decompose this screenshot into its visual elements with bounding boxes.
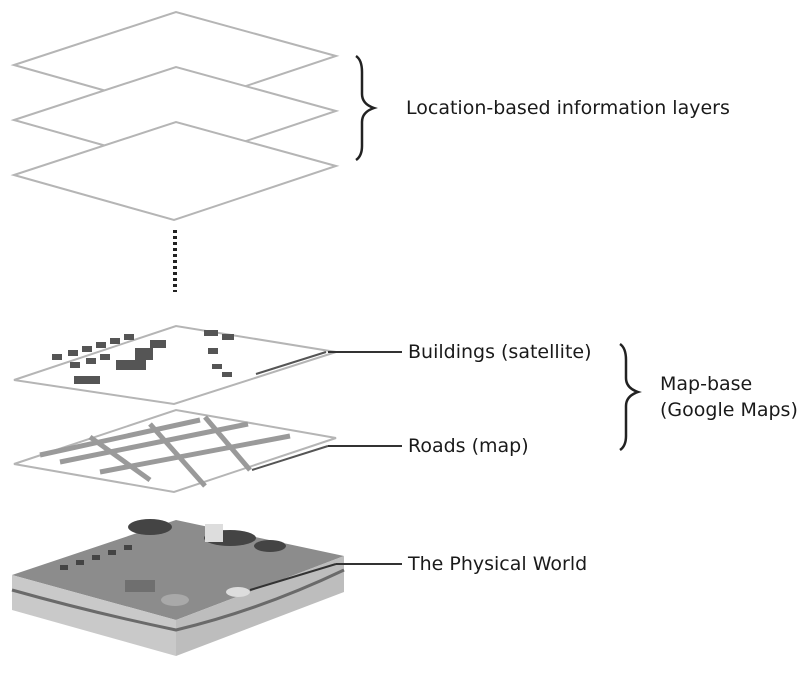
roads-label: Roads (map) bbox=[408, 435, 529, 457]
terrain-details bbox=[60, 519, 286, 606]
buildings-layer bbox=[13, 324, 337, 406]
map-base-label-line1: Map-base bbox=[660, 373, 753, 395]
map-base-label-line2: (Google Maps) bbox=[660, 399, 798, 421]
physical-world-block bbox=[11, 519, 345, 656]
roads-layer bbox=[13, 408, 337, 494]
info-layers-label: Location-based information layers bbox=[406, 97, 730, 119]
buildings-label: Buildings (satellite) bbox=[408, 341, 592, 363]
info-layers-brace bbox=[355, 54, 378, 162]
info-layer-3 bbox=[10, 120, 340, 222]
building-blocks bbox=[52, 330, 234, 384]
information-layers bbox=[10, 10, 340, 222]
map-base-brace bbox=[619, 342, 642, 452]
road-lines bbox=[39, 415, 291, 488]
physical-world-label: The Physical World bbox=[408, 553, 588, 575]
